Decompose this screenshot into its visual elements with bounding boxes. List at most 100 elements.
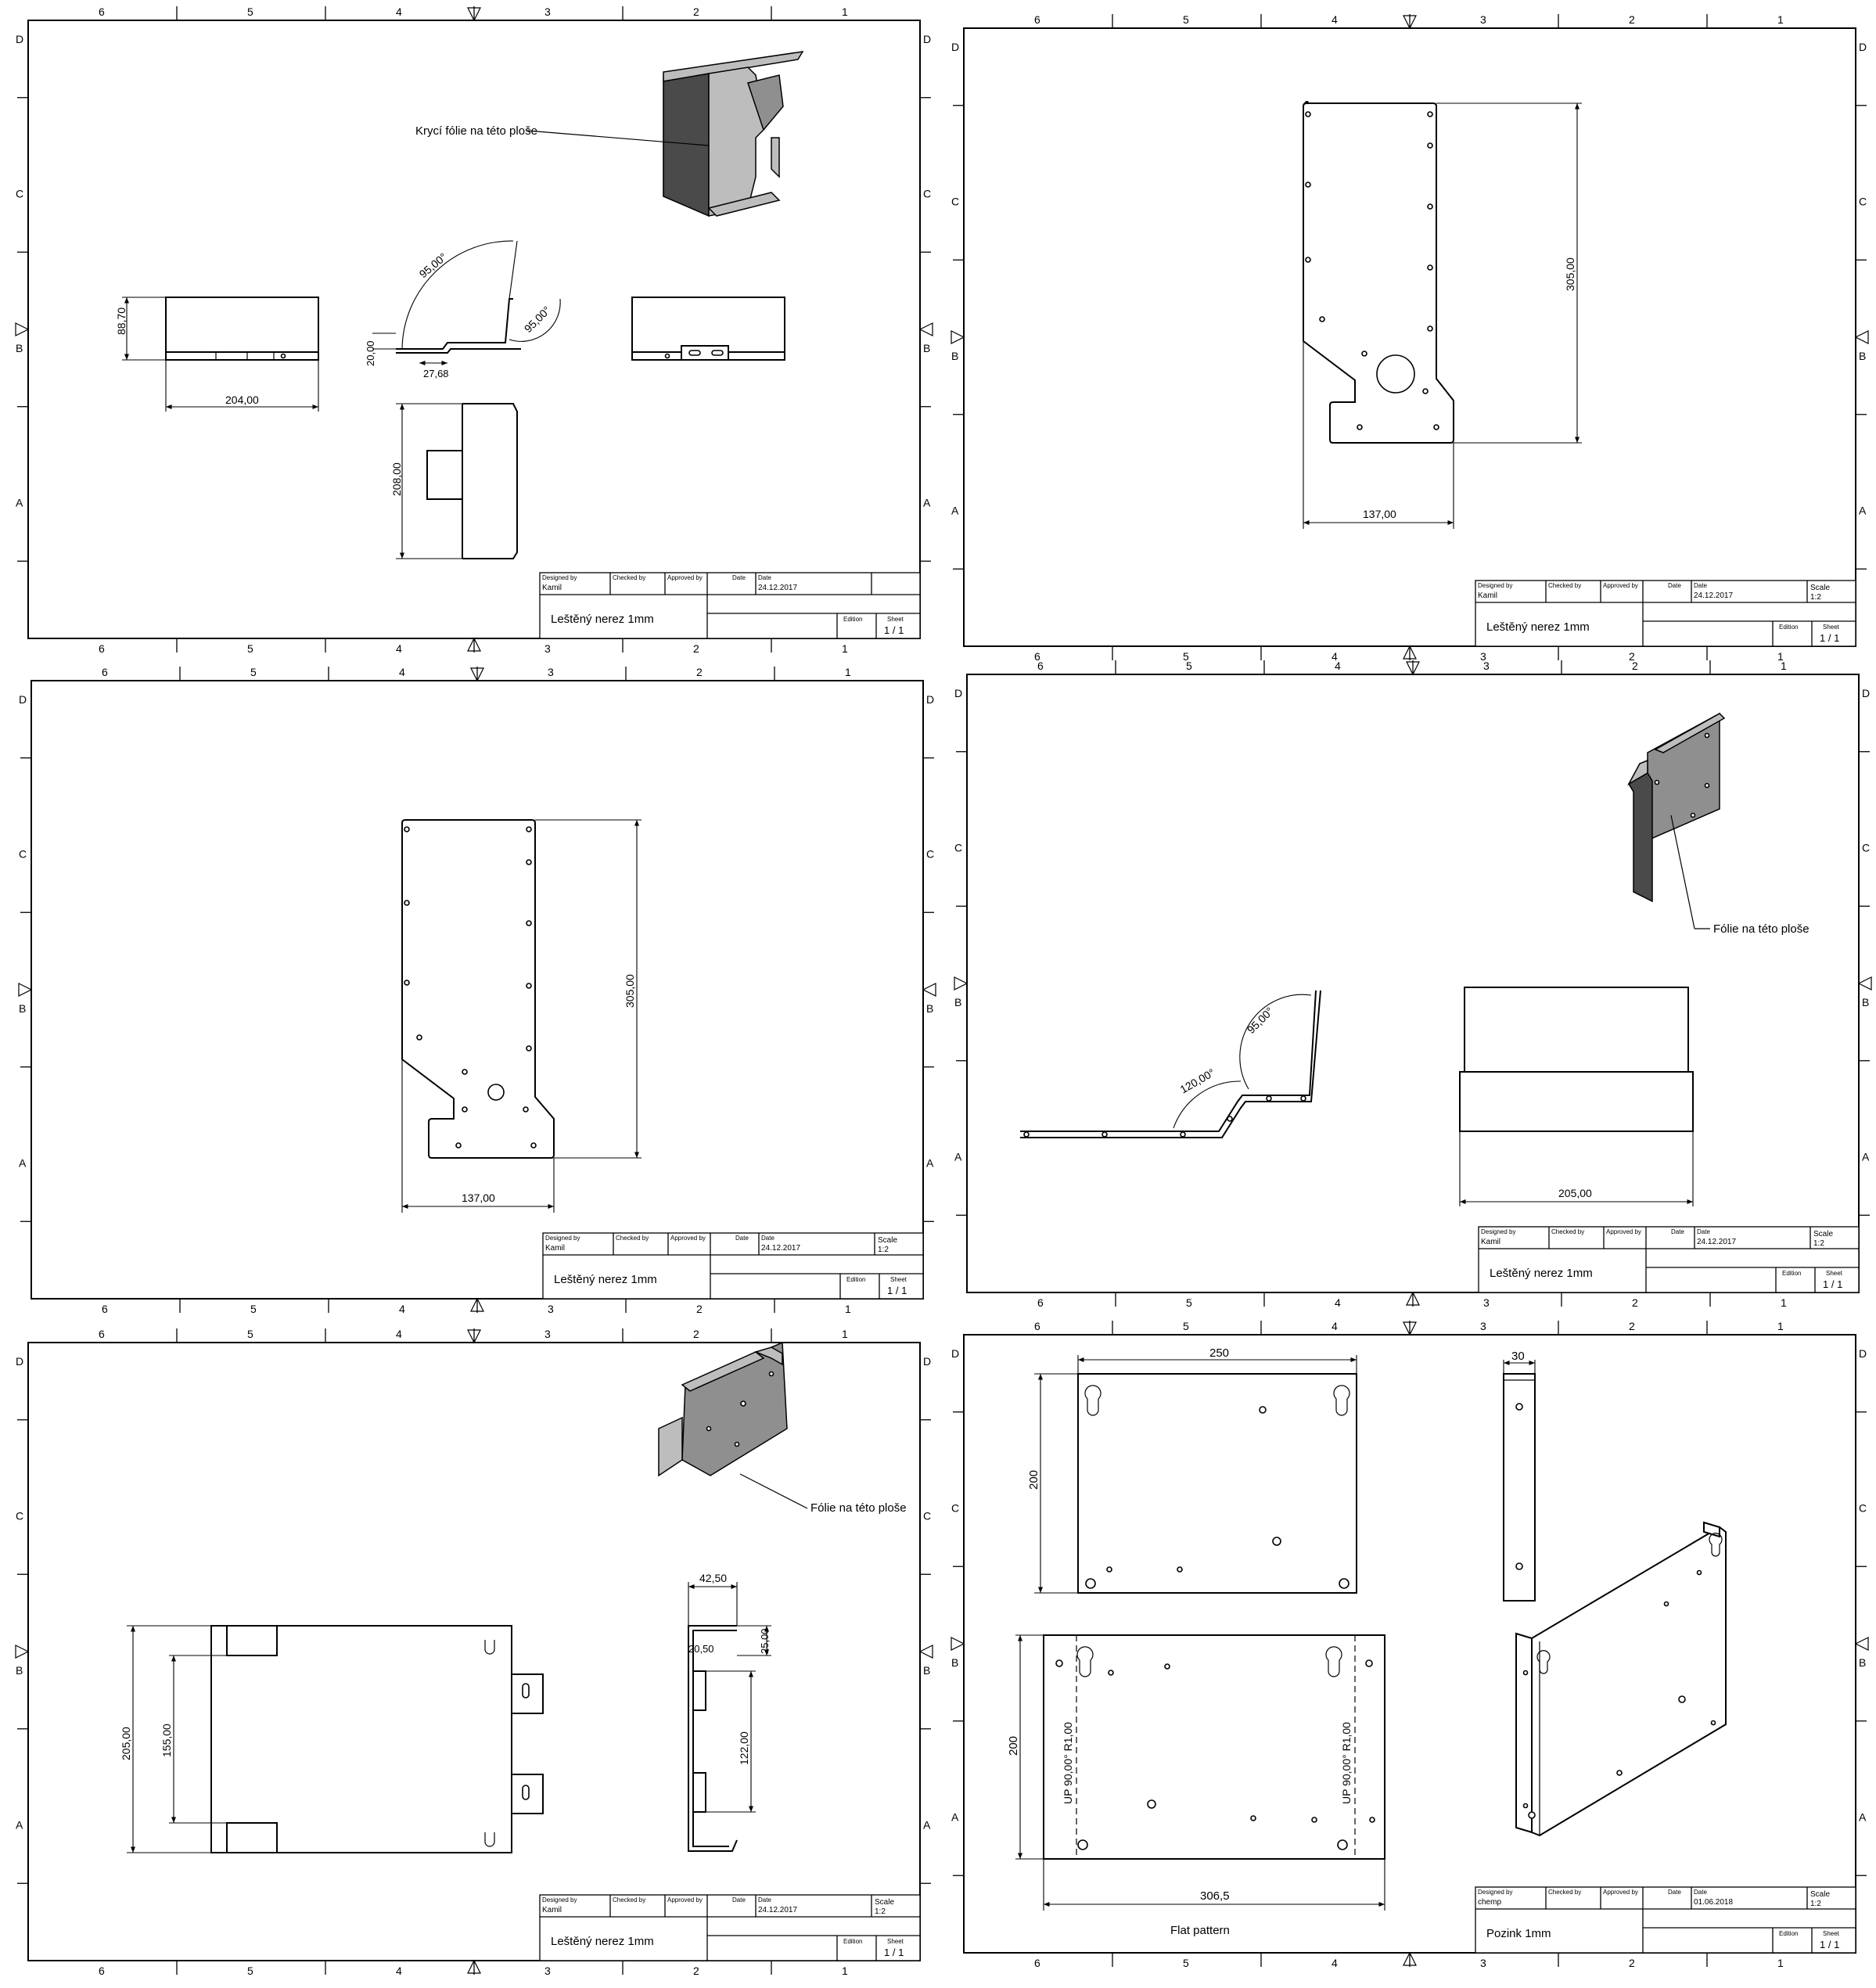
grid-col-label: 2 xyxy=(1632,1296,1638,1309)
sheet-label: Sheet xyxy=(1823,624,1840,631)
grid-row-label: A xyxy=(926,1156,934,1169)
date-label: Date xyxy=(1697,1228,1710,1235)
back-plate-view: 250 200 xyxy=(1027,1346,1357,1594)
edition-label: Edition xyxy=(843,1938,862,1945)
grid-col-label: 6 xyxy=(1034,650,1040,663)
edition-label: Edition xyxy=(843,616,862,623)
note-text: Fólie na této ploše xyxy=(1713,922,1810,936)
checked-by-label: Checked by xyxy=(613,574,645,581)
grid-col-label: 3 xyxy=(1483,660,1490,672)
grid-col-label: 3 xyxy=(548,666,554,678)
grid-col-label: 6 xyxy=(1034,1320,1040,1332)
dim-height: 205,00 xyxy=(120,1727,132,1760)
grid-col-label: 6 xyxy=(99,1965,105,1977)
date-label: Date xyxy=(758,574,771,581)
grid-col-label: 1 xyxy=(842,1965,848,1977)
center-mark xyxy=(1406,661,1420,676)
grid-row-label: B xyxy=(1859,350,1866,362)
checked-by-label: Checked by xyxy=(1548,582,1581,589)
grid-col-label: 1 xyxy=(845,666,851,678)
material-label: Leštěný nerez 1mm xyxy=(1490,1267,1593,1280)
grid-col-label: 1 xyxy=(1777,13,1784,26)
grid-col-label: 5 xyxy=(250,666,257,678)
grid-row-label: C xyxy=(954,841,962,854)
grid-row-label: A xyxy=(951,1810,959,1823)
top-view: 205,00 155,00 xyxy=(120,1625,544,1853)
grid-col-label: 3 xyxy=(544,5,551,18)
checked-by-label: Checked by xyxy=(613,1896,645,1904)
grid-col-label: 3 xyxy=(1483,1296,1490,1309)
scale-value: 1:2 xyxy=(1813,1239,1824,1248)
sheet-3: 305,00 137,00 xyxy=(401,819,642,1213)
front-view: 205,00 xyxy=(1459,987,1694,1206)
grid-col-label: 5 xyxy=(1183,13,1189,26)
grid-row-label: D xyxy=(954,687,962,699)
dim-angle-1: 95,00° xyxy=(1245,1005,1276,1036)
sheet-border xyxy=(966,674,1860,1293)
title-block-frame xyxy=(539,1894,921,1961)
center-mark xyxy=(954,976,969,990)
date-label: Date xyxy=(1671,1228,1684,1235)
dim-height: 200 xyxy=(1027,1470,1040,1490)
checked-by-label: Checked by xyxy=(1548,1889,1581,1896)
edge-view: 30 xyxy=(1503,1350,1536,1602)
scale-label: Scale xyxy=(1810,1890,1830,1899)
grid-row-label: B xyxy=(16,1664,23,1677)
dim-width: 137,00 xyxy=(462,1192,495,1204)
flat-part: 305,00 137,00 xyxy=(1303,101,1582,529)
grid-row-label: C xyxy=(16,1509,23,1522)
grid-row-label: D xyxy=(923,33,931,45)
sheet-number: 1 / 1 xyxy=(1823,1278,1842,1290)
grid-col-label: 2 xyxy=(696,1303,703,1315)
center-mark xyxy=(922,983,936,997)
isometric-view xyxy=(663,51,804,217)
dim-depth: 30 xyxy=(1511,1350,1525,1363)
film-note: Fólie na této ploše xyxy=(1670,814,1810,936)
dim-offset: 27,68 xyxy=(423,368,449,379)
grid-row-label: B xyxy=(1859,1656,1866,1669)
grid-row-label: D xyxy=(951,1347,959,1360)
date-value: 24.12.2017 xyxy=(758,1906,797,1914)
grid-row-label: B xyxy=(951,1656,958,1669)
grid-col-label: 5 xyxy=(247,1965,253,1977)
bend-note-right: UP 90,00° R1,00 xyxy=(1340,1722,1353,1804)
dim-angle-2: 120,00° xyxy=(1178,1066,1217,1096)
grid-col-label: 1 xyxy=(845,1303,851,1315)
grid-col-label: 6 xyxy=(1034,1957,1040,1969)
title-block-frame xyxy=(1478,1226,1860,1293)
sheet-label: Sheet xyxy=(1826,1270,1843,1277)
checked-by-label: Checked by xyxy=(616,1235,649,1242)
grid-col-label: 5 xyxy=(250,1303,257,1315)
designer-name: chemp xyxy=(1478,1898,1501,1907)
date-value: 01.06.2018 xyxy=(1694,1898,1733,1907)
grid-col-label: 1 xyxy=(1781,1296,1787,1309)
flat-part: 305,00 137,00 xyxy=(401,819,642,1213)
designer-name: Kamil xyxy=(545,1244,565,1253)
scale-value: 1:2 xyxy=(878,1246,889,1254)
grid-col-label: 2 xyxy=(1632,660,1638,672)
designed-by-label: Designed by xyxy=(1478,1889,1512,1896)
center-mark xyxy=(1854,1637,1869,1651)
sheet-border xyxy=(27,20,921,639)
title-block-frame xyxy=(1475,580,1856,647)
grid-row-label: A xyxy=(1859,504,1867,516)
grid-row-label: B xyxy=(923,342,930,354)
scale-value: 1:2 xyxy=(875,1907,886,1916)
date-label: Date xyxy=(1694,1889,1707,1896)
grid-row-label: C xyxy=(1859,1501,1867,1514)
center-mark xyxy=(918,1645,933,1659)
grid-row-label: D xyxy=(16,33,23,45)
center-mark xyxy=(1403,1321,1417,1336)
designer-name: Kamil xyxy=(1481,1238,1500,1246)
material-label: Leštěný nerez 1mm xyxy=(551,1935,654,1948)
sheet-1: Krycí fólie na této ploše 88,70 204,00 xyxy=(115,51,804,559)
scale-label: Scale xyxy=(1813,1230,1833,1238)
grid-row-label: C xyxy=(951,1501,959,1514)
grid-col-label: 4 xyxy=(396,642,402,655)
grid-row-label: C xyxy=(923,1509,931,1522)
